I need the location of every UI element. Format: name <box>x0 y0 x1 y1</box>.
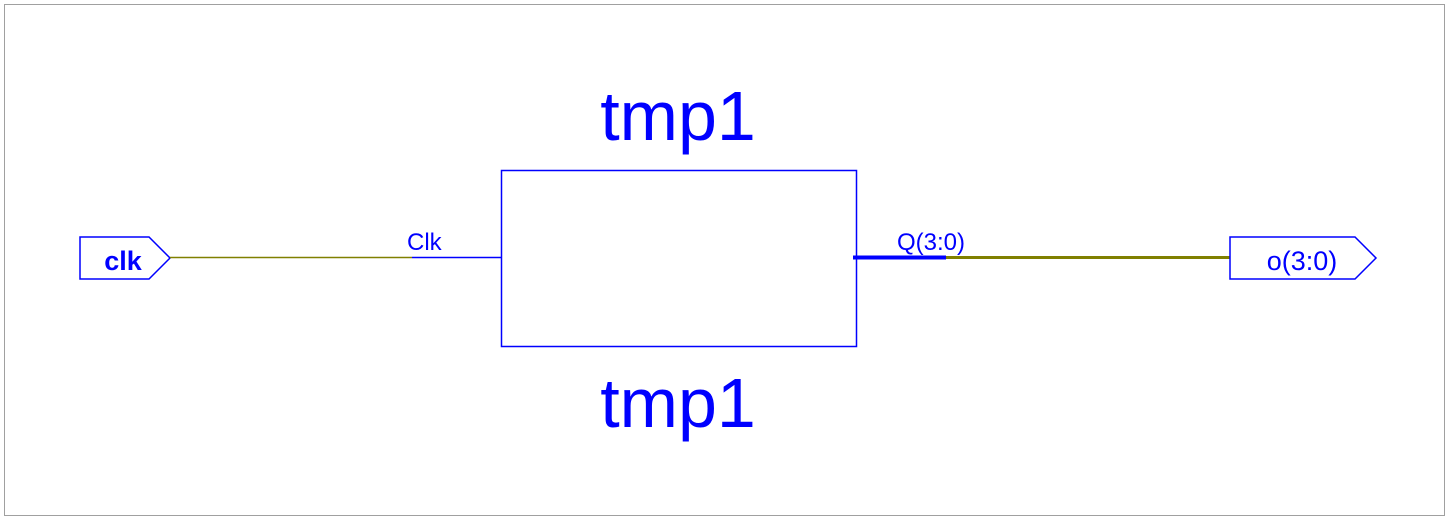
instance-name-top: tmp1 <box>600 77 756 155</box>
instance-block-tmp1[interactable] <box>500 169 858 348</box>
input-port-clk[interactable]: clk <box>79 236 172 280</box>
clk-pin-label: Clk <box>407 229 443 256</box>
output-port-shape <box>1229 236 1378 280</box>
output-port-label: o(3:0) <box>1267 246 1338 276</box>
instance-name-bottom: tmp1 <box>600 364 756 442</box>
input-port-shape <box>79 236 172 280</box>
input-port-label: clk <box>104 246 143 276</box>
q-pin-label: Q(3:0) <box>897 229 965 256</box>
output-port-o[interactable]: o(3:0) <box>1229 236 1378 280</box>
